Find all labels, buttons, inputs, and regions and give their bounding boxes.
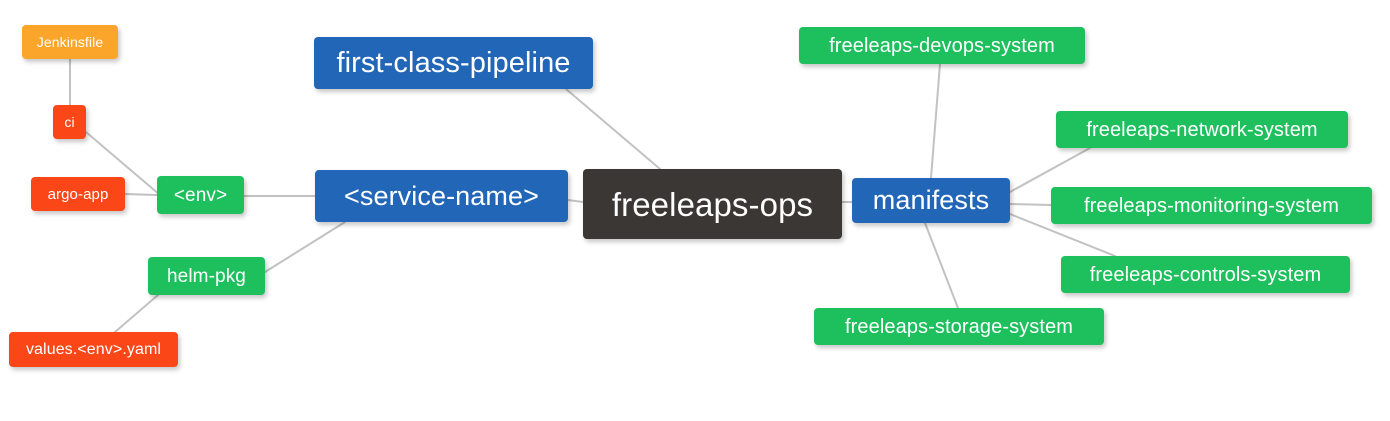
mindmap-node-freeleaps-monitoring-system[interactable]: freeleaps-monitoring-system — [1051, 187, 1372, 224]
edge-manifests-to-freeleaps-devops-system — [930, 63, 941, 179]
mindmap-node-ci[interactable]: ci — [53, 105, 86, 139]
mindmap-node-jenkinsfile[interactable]: Jenkinsfile — [22, 25, 118, 59]
mindmap-node-freeleaps-devops-system[interactable]: freeleaps-devops-system — [799, 27, 1085, 64]
edge-service-name-to-freeleaps-ops — [567, 199, 584, 203]
mindmap-node-values-yaml[interactable]: values.<env>.yaml — [9, 332, 178, 367]
mindmap-node-helm-pkg[interactable]: helm-pkg — [148, 257, 265, 295]
mindmap-node-freeleaps-ops[interactable]: freeleaps-ops — [583, 169, 842, 239]
mindmap-node-freeleaps-storage-system[interactable]: freeleaps-storage-system — [814, 308, 1104, 345]
edge-argo-app-to-env — [124, 193, 158, 196]
mindmap-node-freeleaps-controls-system[interactable]: freeleaps-controls-system — [1061, 256, 1350, 293]
mindmap-node-argo-app[interactable]: argo-app — [31, 177, 125, 211]
edge-first-class-pipeline-to-freeleaps-ops — [565, 88, 661, 170]
edge-helm-pkg-to-values-yaml — [114, 294, 159, 333]
edge-manifests-to-freeleaps-storage-system — [924, 222, 959, 309]
mindmap-node-env[interactable]: <env> — [157, 176, 244, 214]
edge-manifests-to-freeleaps-monitoring-system — [1009, 203, 1052, 206]
mindmap-node-manifests[interactable]: manifests — [852, 178, 1010, 223]
mindmap-node-service-name[interactable]: <service-name> — [315, 170, 568, 222]
edge-manifests-to-freeleaps-network-system — [1009, 147, 1091, 193]
edge-service-name-to-helm-pkg — [264, 221, 346, 273]
mindmap-node-freeleaps-network-system[interactable]: freeleaps-network-system — [1056, 111, 1348, 148]
mindmap-node-first-class-pipeline[interactable]: first-class-pipeline — [314, 37, 593, 89]
